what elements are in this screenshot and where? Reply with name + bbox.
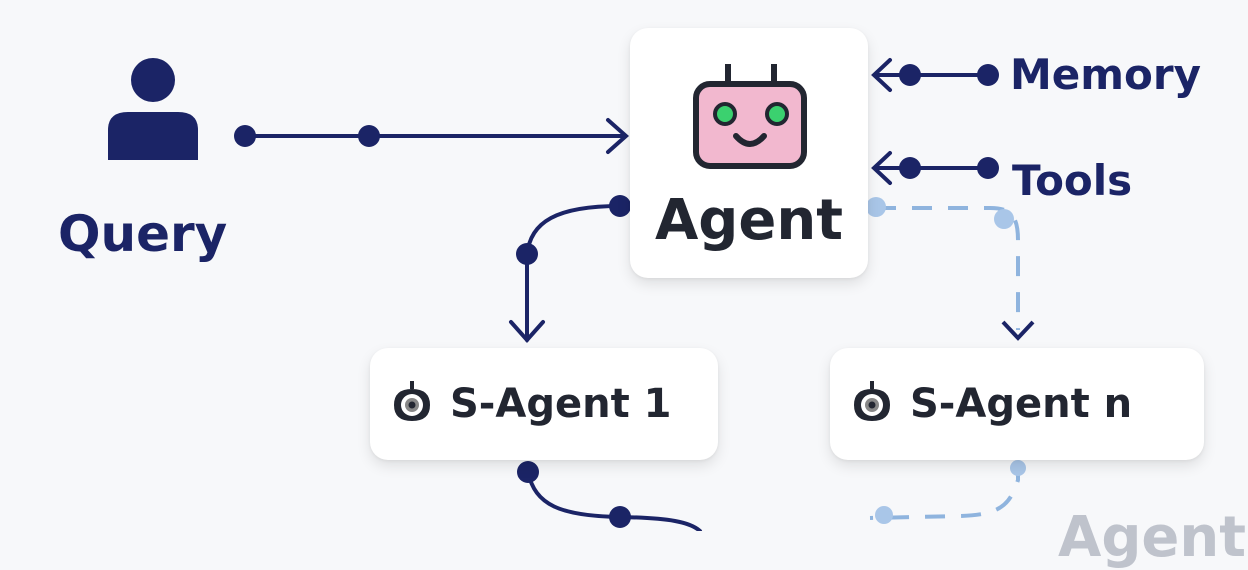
arrowhead [1001, 320, 1035, 341]
arrowhead [509, 320, 545, 344]
agent-to-subagent1-line [525, 204, 622, 342]
robot-eye-icon [852, 379, 892, 429]
arrowhead [871, 58, 892, 92]
sub-agent-n-label: S-Agent n [910, 381, 1133, 427]
memory-label: Memory [1010, 50, 1201, 99]
user-icon [108, 56, 198, 164]
arrowhead [871, 151, 892, 185]
subagentn-out-dashed-line [869, 462, 1020, 520]
agent-label: Agent [654, 188, 844, 253]
agent-to-subagentn-dashed-line [876, 206, 1020, 330]
robot-icon [692, 60, 808, 174]
sub-agent-1-label: S-Agent 1 [450, 381, 672, 427]
sub-agent-n-node[interactable]: S-Agent n [830, 348, 1204, 460]
tools-label: Tools [1012, 156, 1133, 205]
sub-agent-1-node[interactable]: S-Agent 1 [370, 348, 718, 460]
query-label: Query [58, 205, 228, 263]
agent-node[interactable]: Agent [630, 28, 868, 278]
arrowhead [606, 118, 630, 154]
connector-lines [234, 58, 1035, 531]
robot-eye-icon [392, 379, 432, 429]
partial-agent-label: Agent [1058, 505, 1247, 570]
